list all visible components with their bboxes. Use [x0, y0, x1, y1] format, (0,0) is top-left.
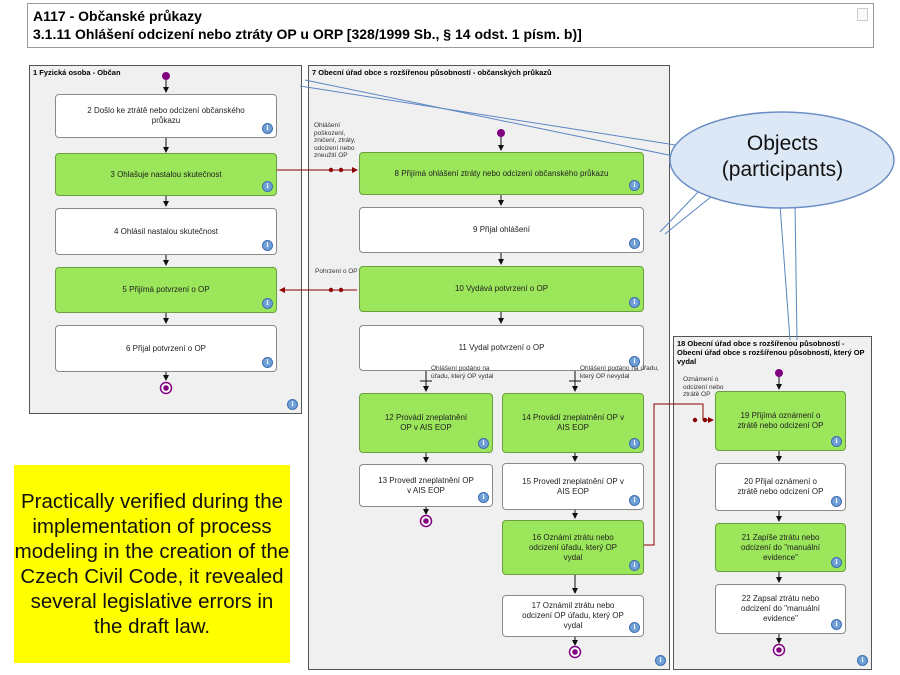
diagram-title: A117 - Občanské průkazy [33, 8, 202, 24]
info-icon[interactable]: i [262, 123, 273, 134]
info-icon[interactable]: i [629, 356, 640, 367]
callout-text: Objects (participants) [721, 132, 844, 181]
info-icon[interactable]: i [831, 436, 842, 447]
task-label: 20 Přijal oznámení o ztrátě nebo odcizen… [737, 477, 824, 496]
task-19[interactable]: 19 Přijímá oznámení o ztrátě nebo odcize… [715, 391, 846, 451]
diagram-subtitle: 3.1.11 Ohlášení odcizení nebo ztráty OP … [33, 26, 582, 42]
diagram-header: A117 - Občanské průkazy 3.1.11 Ohlášení … [27, 3, 874, 48]
task-label: 15 Provedl zneplatnění OP v AIS EOP [522, 476, 624, 496]
task-label: 9 Přijal ohlášení [473, 225, 530, 234]
task-label: 14 Provádí zneplatnění OP v AIS EOP [521, 413, 625, 432]
info-icon[interactable]: i [629, 495, 640, 506]
message-label-confirmation: Pohrzení o OP [315, 268, 358, 275]
task-label: 6 Přijal potvrzení o OP [125, 343, 207, 353]
info-icon[interactable]: i [629, 622, 640, 633]
task-17[interactable]: 17 Oznámil ztrátu nebo odcizení OP úřadu… [502, 595, 644, 637]
task-label: 5 Přijímá potvrzení o OP [122, 285, 210, 294]
task-label: 12 Provádí zneplatnění OP v AIS EOP [384, 413, 468, 432]
lane-title: 1 Fyzická osoba - Občan [33, 68, 121, 77]
info-icon[interactable]: i [857, 655, 868, 666]
task-label: 16 Oznámí ztrátu nebo odcizení úřadu, kt… [528, 532, 618, 562]
task-12[interactable]: 12 Provádí zneplatnění OP v AIS EOP i [359, 393, 493, 453]
task-21[interactable]: 21 Zapíše ztrátu nebo odcizení do "manuá… [715, 523, 846, 572]
info-icon[interactable]: i [831, 496, 842, 507]
info-icon[interactable]: i [629, 180, 640, 191]
branch-label-other-office: Ohlášení podáno na úřadu, který OP nevyd… [580, 365, 659, 380]
document-icon [857, 8, 868, 21]
info-icon[interactable]: i [262, 240, 273, 251]
task-label: 22 Zapsal ztrátu nebo odcizení do "manuá… [741, 594, 820, 623]
info-icon[interactable]: i [629, 560, 640, 571]
task-11[interactable]: 11 Vydal potvrzení o OP i [359, 325, 644, 371]
task-label: 21 Zapíše ztrátu nebo odcizení do "manuá… [741, 532, 820, 562]
info-icon[interactable]: i [287, 399, 298, 410]
task-22[interactable]: 22 Zapsal ztrátu nebo odcizení do "manuá… [715, 584, 846, 634]
task-20[interactable]: 20 Přijal oznámení o ztrátě nebo odcizen… [715, 463, 846, 511]
info-icon[interactable]: i [629, 297, 640, 308]
annotation-note-text: Practically verified during the implemen… [14, 490, 290, 638]
task-label: 11 Vydal potvrzení o OP [458, 343, 545, 352]
info-icon[interactable]: i [478, 438, 489, 449]
task-9[interactable]: 9 Přijal ohlášení i [359, 207, 644, 253]
task-8[interactable]: 8 Přijímá ohlášení ztráty nebo odcizení … [359, 152, 644, 195]
info-icon[interactable]: i [262, 298, 273, 309]
task-6[interactable]: 6 Přijal potvrzení o OP i [55, 325, 277, 372]
task-label: 19 Přijímá oznámení o ztrátě nebo odcize… [737, 411, 824, 430]
info-icon[interactable]: i [655, 655, 666, 666]
task-13[interactable]: 13 Provedl zneplatnění OP v AIS EOP i [359, 464, 493, 507]
task-label: 17 Oznámil ztrátu nebo odcizení OP úřadu… [522, 601, 624, 630]
info-icon[interactable]: i [831, 557, 842, 568]
task-label: 13 Provedl zneplatnění OP v AIS EOP [378, 475, 474, 495]
task-2[interactable]: 2 Došlo ke ztrátě nebo odcizení občanské… [55, 94, 277, 138]
task-label: 2 Došlo ke ztrátě nebo odcizení občanské… [87, 106, 245, 125]
task-label: 8 Přijímá ohlášení ztráty nebo odcizení … [394, 168, 609, 178]
message-label-report: Ohlášení poškození, zničení, ztráty, odc… [314, 122, 356, 159]
task-label: 3 Ohlašuje nastalou skutečnost [110, 169, 222, 179]
info-icon[interactable]: i [478, 492, 489, 503]
annotation-note: Practically verified during the implemen… [14, 465, 290, 663]
task-10[interactable]: 10 Vydává potvrzení o OP i [359, 266, 644, 312]
task-16[interactable]: 16 Oznámí ztrátu nebo odcizení úřadu, kt… [502, 520, 644, 575]
branch-label-issuing-office: Ohlášení podáno na úřadu, který OP vydal [431, 365, 494, 380]
task-label: 10 Vydává potvrzení o OP [454, 284, 549, 293]
lane-title: 18 Obecní úřad obce s rozšířenou působno… [677, 339, 865, 366]
info-icon[interactable]: i [629, 438, 640, 449]
task-label: 4 Ohlásil nastalou skutečnost [113, 226, 219, 236]
task-5[interactable]: 5 Přijímá potvrzení o OP i [55, 267, 277, 313]
task-14[interactable]: 14 Provádí zneplatnění OP v AIS EOP i [502, 393, 644, 453]
task-15[interactable]: 15 Provedl zneplatnění OP v AIS EOP i [502, 463, 644, 510]
info-icon[interactable]: i [262, 357, 273, 368]
lane-title: 7 Obecní úřad obce s rozšířenou působnos… [312, 68, 552, 77]
info-icon[interactable]: i [831, 619, 842, 630]
info-icon[interactable]: i [262, 181, 273, 192]
info-icon[interactable]: i [629, 238, 640, 249]
message-label-notification: Oznámení o odcizení nebo ztrátě OP [683, 376, 724, 398]
task-3[interactable]: 3 Ohlašuje nastalou skutečnost i [55, 153, 277, 196]
task-4[interactable]: 4 Ohlásil nastalou skutečnost i [55, 208, 277, 255]
